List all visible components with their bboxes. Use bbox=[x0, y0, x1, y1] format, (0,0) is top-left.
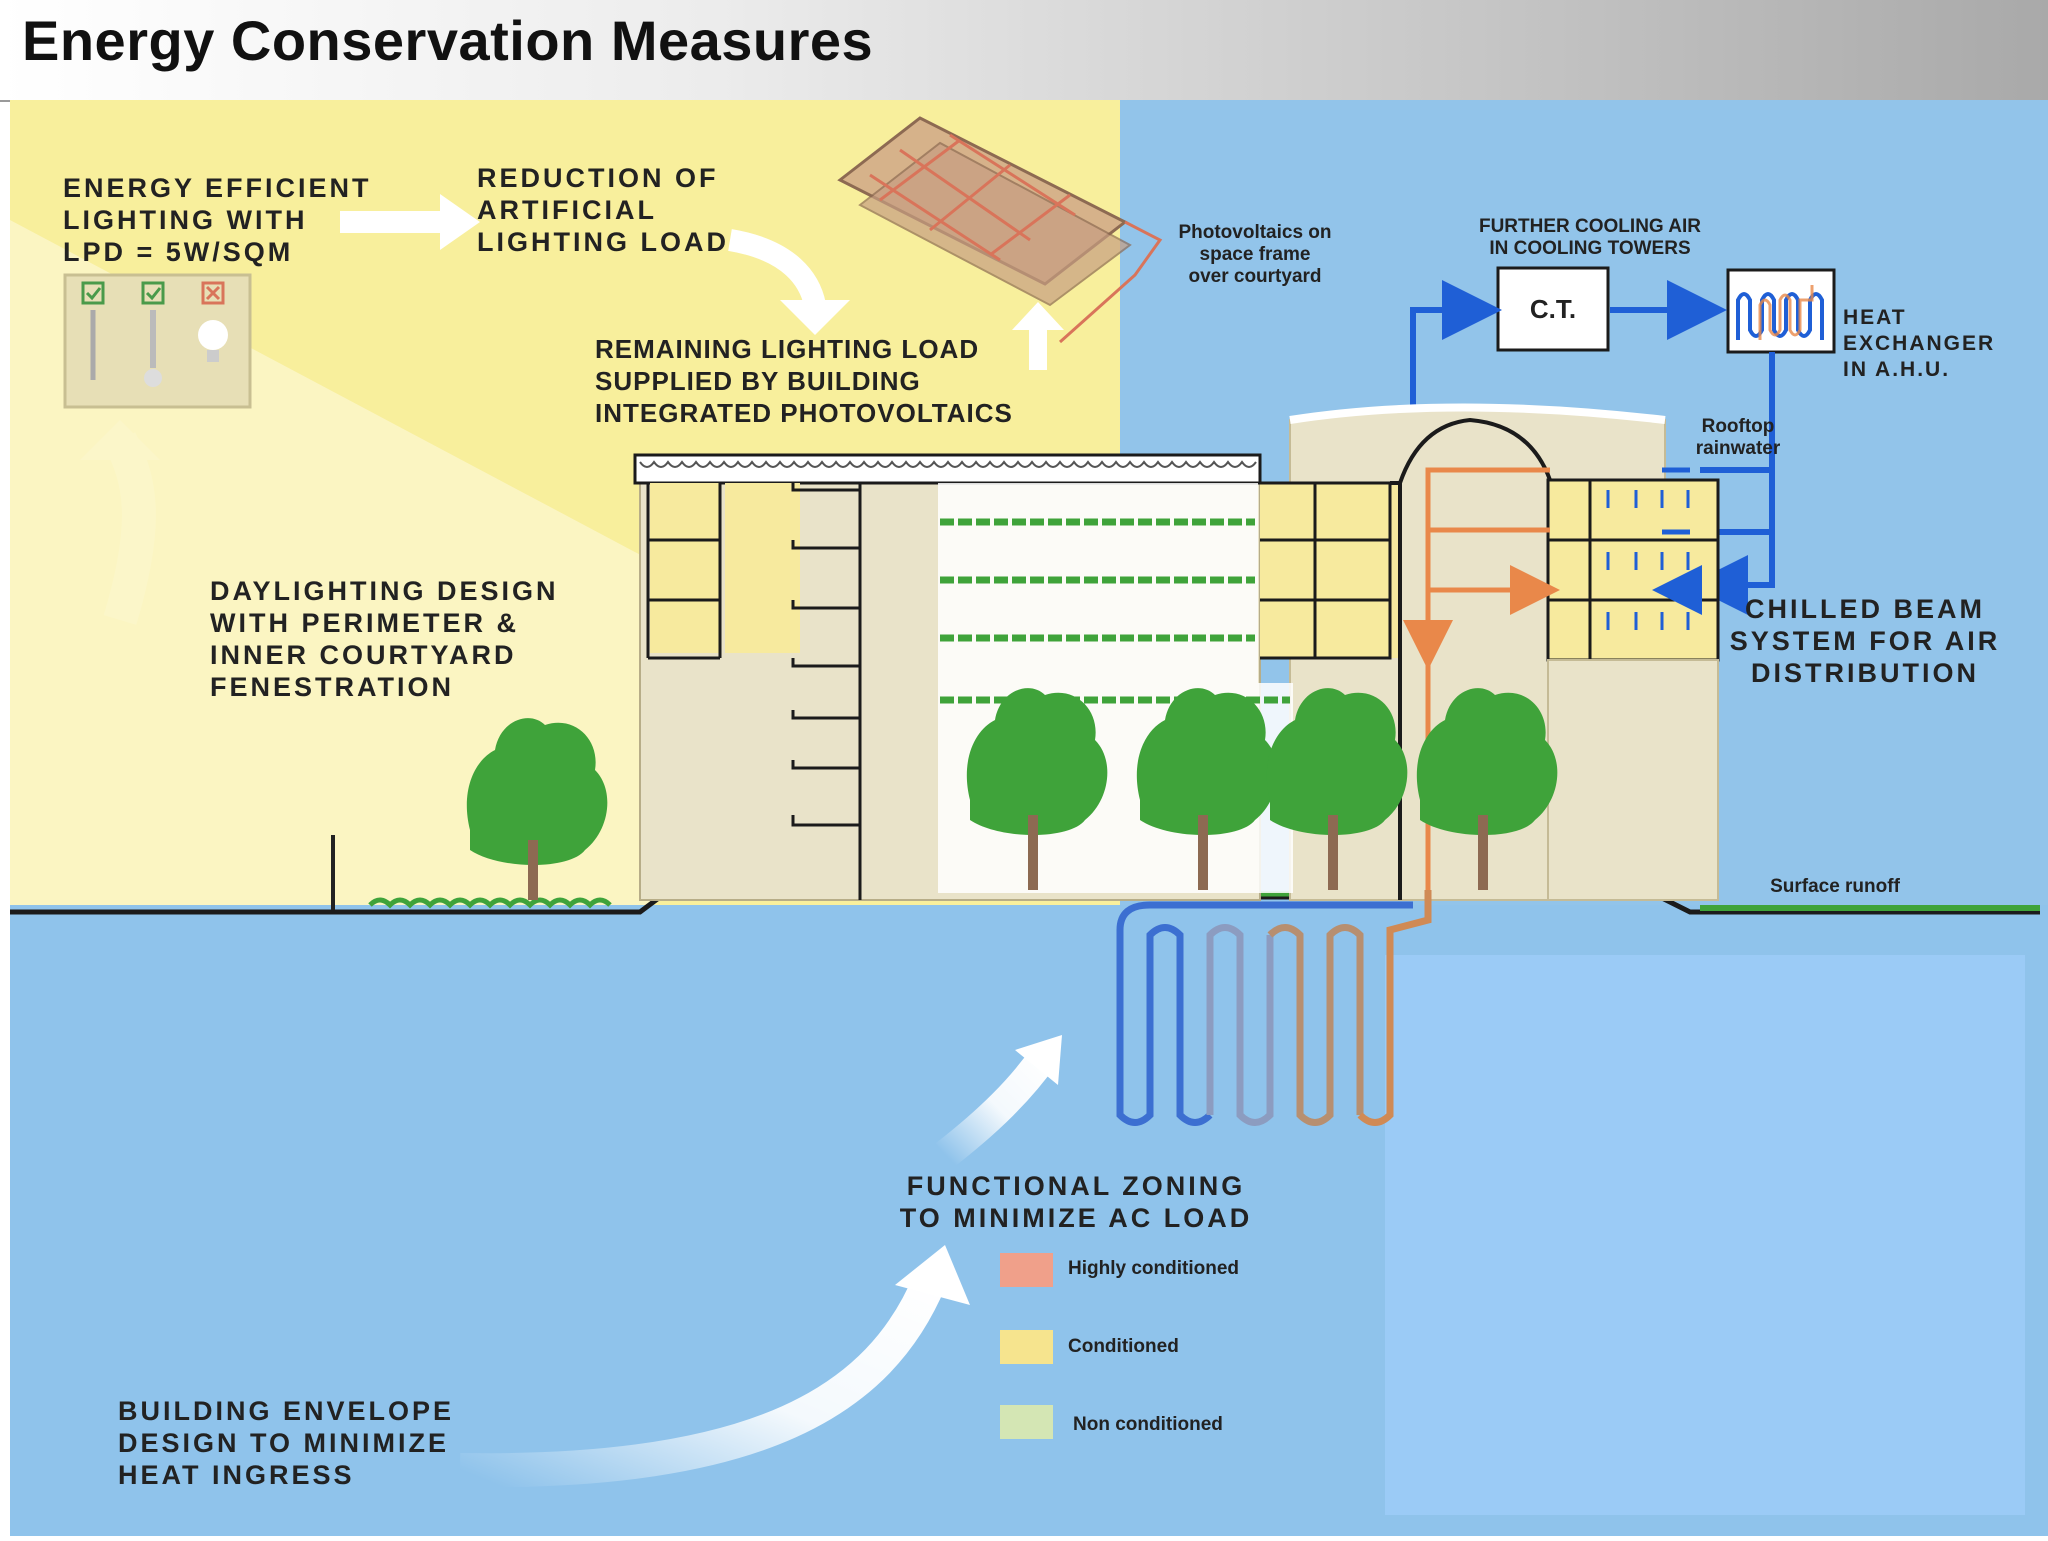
reduction-label-1: REDUCTION OF bbox=[477, 163, 719, 193]
daylighting-label-3: INNER COURTYARD bbox=[210, 640, 517, 670]
tree-icon bbox=[1136, 688, 1278, 890]
legend-swatch-highly bbox=[1000, 1253, 1053, 1287]
legend-label-conditioned: Conditioned bbox=[1068, 1336, 1179, 1357]
runoff-label: Surface runoff bbox=[1770, 876, 1901, 897]
legend: Highly conditioned Conditioned Non condi… bbox=[1000, 1253, 1239, 1439]
check-icon bbox=[141, 281, 165, 305]
cooling-label-1: FURTHER COOLING AIR bbox=[1479, 216, 1701, 237]
chilled-beam-arrows bbox=[1606, 467, 1690, 630]
legend-label-highly: Highly conditioned bbox=[1068, 1258, 1239, 1279]
cross-icon bbox=[201, 281, 225, 305]
coil-icon bbox=[1736, 292, 1824, 340]
hx-label-3: IN A.H.U. bbox=[1843, 358, 1950, 381]
tree-icon bbox=[966, 688, 1108, 890]
legend-swatch-non bbox=[1000, 1405, 1053, 1439]
ground-loop bbox=[1116, 890, 1432, 1126]
check-icon bbox=[81, 281, 105, 305]
remaining-label-3: INTEGRATED PHOTOVOLTAICS bbox=[595, 398, 1013, 428]
daylighting-label-4: FENESTRATION bbox=[210, 672, 454, 702]
title-bar: Energy Conservation Measures bbox=[0, 0, 2048, 102]
reduction-label-3: LIGHTING LOAD bbox=[477, 227, 729, 257]
pv-label-1: Photovoltaics on bbox=[1178, 222, 1331, 243]
cooling-tower-label: C.T. bbox=[1530, 294, 1576, 324]
envelope-label-3: HEAT INGRESS bbox=[118, 1460, 355, 1490]
rooftop-label-2: rainwater bbox=[1696, 438, 1781, 459]
hx-label-1: HEAT bbox=[1843, 306, 1907, 329]
envelope-arrow bbox=[459, 1273, 946, 1488]
zoning-label-1: FUNCTIONAL ZONING bbox=[907, 1171, 1245, 1201]
page-title: Energy Conservation Measures bbox=[22, 9, 874, 72]
rooftop-label-1: Rooftop bbox=[1702, 416, 1775, 437]
reduction-label-2: ARTIFICIAL bbox=[477, 195, 657, 225]
lower-right-panel bbox=[1385, 955, 2025, 1515]
remaining-label-1: REMAINING LIGHTING LOAD bbox=[595, 334, 979, 364]
lighting-arrowhead bbox=[440, 194, 480, 250]
hx-label-2: EXCHANGER bbox=[1843, 332, 1995, 355]
reduction-arrowhead bbox=[780, 300, 850, 335]
envelope-arrowhead bbox=[895, 1245, 970, 1305]
lamp-incandescent-crossed-icon bbox=[198, 320, 228, 350]
lighting-label-1: ENERGY EFFICIENT bbox=[63, 173, 372, 203]
tree-icon bbox=[466, 718, 608, 900]
lighting-label-3: LPD = 5W/SQM bbox=[63, 237, 293, 267]
grass-left bbox=[368, 897, 612, 909]
legend-label-non: Non conditioned bbox=[1073, 1414, 1223, 1435]
remaining-label-2: SUPPLIED BY BUILDING bbox=[595, 366, 921, 396]
pv-arrowhead bbox=[1012, 302, 1064, 330]
reduction-arrow bbox=[727, 229, 826, 308]
daylighting-label-1: DAYLIGHTING DESIGN bbox=[210, 576, 559, 606]
diagram-stage: C.T. bbox=[0, 100, 2048, 1536]
chilled-label-3: DISTRIBUTION bbox=[1751, 658, 1979, 688]
pv-label-3: over courtyard bbox=[1188, 266, 1321, 287]
envelope-label-1: BUILDING ENVELOPE bbox=[118, 1396, 454, 1426]
daylighting-label-2: WITH PERIMETER & bbox=[210, 608, 519, 638]
daylight-arrowhead bbox=[80, 420, 160, 460]
zoning-arrowhead bbox=[1015, 1035, 1062, 1085]
envelope-label-2: DESIGN TO MINIMIZE bbox=[118, 1428, 449, 1458]
cooling-tower-box bbox=[1496, 266, 1610, 352]
energy-diagram: C.T. bbox=[10, 100, 2048, 1536]
daylight-arrow bbox=[103, 432, 156, 625]
chilled-label-1: CHILLED BEAM bbox=[1745, 594, 1985, 624]
pv-label-2: space frame bbox=[1200, 244, 1311, 265]
lighting-label-2: LIGHTING WITH bbox=[63, 205, 307, 235]
cooling-label-2: IN COOLING TOWERS bbox=[1489, 238, 1690, 259]
pv-panel-icon bbox=[837, 116, 1163, 344]
lamp-icons-box bbox=[63, 273, 252, 409]
chilled-label-2: SYSTEM FOR AIR bbox=[1730, 626, 2001, 656]
zoning-label-2: TO MINIMIZE AC LOAD bbox=[900, 1203, 1252, 1233]
tree-icon bbox=[1416, 688, 1558, 890]
hx-return-pipe bbox=[1688, 352, 1775, 615]
legend-swatch-conditioned bbox=[1000, 1330, 1053, 1364]
tree-icon bbox=[1266, 688, 1408, 890]
